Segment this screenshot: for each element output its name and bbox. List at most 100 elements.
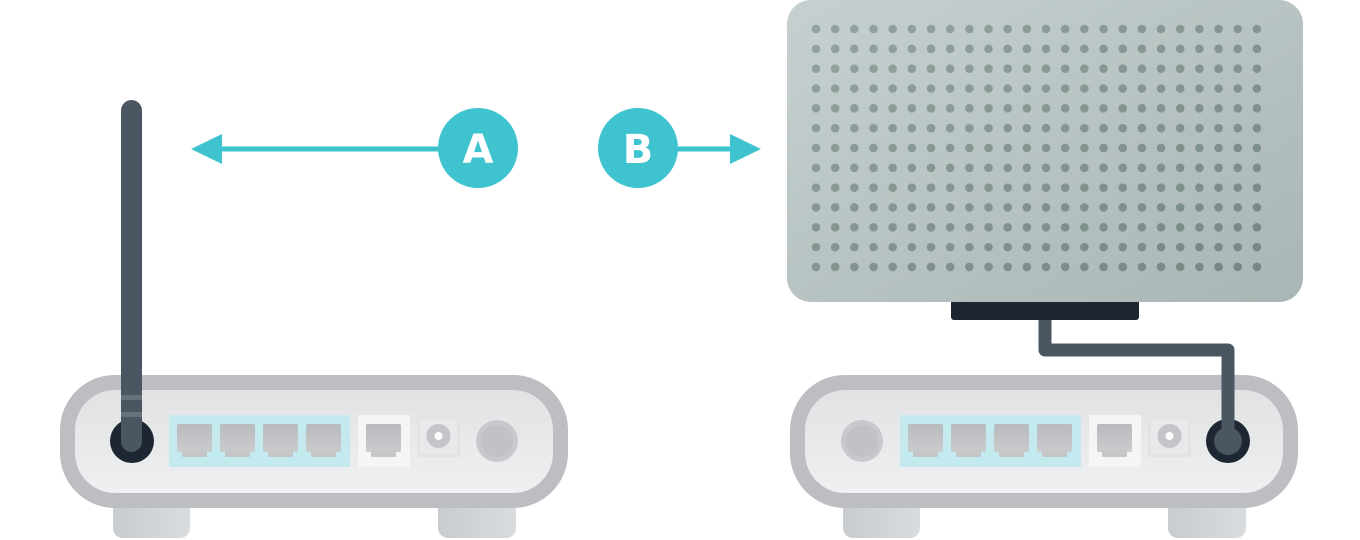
panel-dot — [907, 123, 917, 133]
panel-dot — [830, 64, 840, 73]
panel-dot — [1214, 123, 1223, 133]
panel-dot — [888, 84, 897, 93]
panel-dot — [984, 242, 993, 252]
panel-dot — [1099, 24, 1108, 34]
panel-dot — [1041, 104, 1051, 113]
panel-dot — [1060, 64, 1070, 73]
panel-dot — [850, 84, 859, 93]
panel-dot — [984, 24, 993, 34]
panel-dot — [1175, 64, 1185, 73]
panel-dot — [1022, 104, 1032, 113]
panel-dot — [1080, 242, 1089, 252]
panel-dot — [850, 104, 859, 113]
ethernet-port-tab — [999, 450, 1024, 457]
panel-dot — [1003, 262, 1012, 272]
panel-dot — [1233, 64, 1243, 73]
panel-dot — [830, 242, 840, 252]
panel-dot — [830, 203, 840, 212]
ethernet-port — [220, 424, 255, 452]
panel-dot — [1118, 203, 1128, 212]
ethernet-port — [951, 424, 986, 452]
panel-dot — [945, 24, 955, 34]
panel-dot — [1156, 64, 1166, 73]
panel-dot — [907, 183, 917, 192]
panel-dot — [888, 24, 897, 34]
panel-dot — [1041, 84, 1051, 93]
panel-dot — [811, 223, 821, 232]
panel-dot — [1195, 242, 1204, 252]
panel-dot — [1214, 262, 1223, 272]
panel-dot — [869, 163, 878, 173]
panel-dot — [984, 84, 993, 93]
ethernet-port-tab — [913, 450, 938, 457]
panel-dot — [1080, 262, 1089, 272]
panel-dot — [1137, 64, 1147, 73]
arrow-left-icon — [191, 134, 222, 164]
panel-dot — [1195, 84, 1204, 93]
panel-dot — [1137, 203, 1147, 212]
ethernet-port — [177, 424, 212, 452]
panel-dot — [1233, 44, 1243, 54]
panel-dot — [869, 223, 878, 232]
label-a: A — [463, 127, 494, 173]
panel-dot — [830, 123, 840, 133]
panel-dot — [1137, 123, 1147, 133]
panel-dot — [926, 123, 936, 133]
panel-dot — [1195, 123, 1204, 133]
panel-dot — [1080, 24, 1089, 34]
panel-dot — [1195, 203, 1204, 212]
ethernet-port-tab — [311, 450, 336, 457]
panel-dot — [984, 183, 993, 192]
panel-dot — [1156, 262, 1166, 272]
panel-dot — [1195, 262, 1204, 272]
panel-dot — [888, 223, 897, 232]
right-router — [790, 375, 1298, 538]
panel-dot — [1041, 143, 1051, 153]
panel-dot — [1233, 84, 1243, 93]
antenna-stripe — [121, 412, 142, 417]
panel-dot — [1060, 203, 1070, 212]
panel-dot — [850, 44, 859, 54]
panel-dot — [1003, 143, 1012, 153]
port-panel — [841, 415, 1191, 467]
panel-dot — [1022, 84, 1032, 93]
panel-dot — [850, 143, 859, 153]
panel-dot — [1195, 163, 1204, 173]
panel-dot — [926, 203, 936, 212]
panel-dot — [945, 84, 955, 93]
panel-dot — [1195, 24, 1204, 34]
panel-dot — [1118, 104, 1128, 113]
panel-dot — [945, 223, 955, 232]
panel-dot — [984, 163, 993, 173]
panel-dot — [1214, 163, 1223, 173]
panel-dot — [1156, 123, 1166, 133]
panel-dot — [850, 24, 859, 34]
panel-dot — [965, 183, 974, 192]
panel-dot — [1214, 203, 1223, 212]
panel-dot — [907, 163, 917, 173]
panel-dot — [1003, 223, 1012, 232]
panel-dot — [1099, 183, 1108, 192]
panel-dot — [926, 24, 936, 34]
panel-dot — [869, 64, 878, 73]
panel-dot — [1060, 163, 1070, 173]
panel-dot — [1003, 24, 1012, 34]
panel-dot — [1137, 262, 1147, 272]
panel-dot — [1041, 203, 1051, 212]
panel-dot — [926, 163, 936, 173]
panel-dot — [1118, 84, 1128, 93]
panel-dot — [850, 123, 859, 133]
panel-dot — [1195, 143, 1204, 153]
panel-dot — [1060, 262, 1070, 272]
panel-dot — [1080, 163, 1089, 173]
panel-dot — [1003, 64, 1012, 73]
panel-dot — [1118, 123, 1128, 133]
panel-dot — [1003, 203, 1012, 212]
panel-dot — [1060, 104, 1070, 113]
panel-dot — [1118, 64, 1128, 73]
panel-dot — [830, 163, 840, 173]
panel-dot — [945, 163, 955, 173]
panel-dot — [984, 203, 993, 212]
panel-dot — [1060, 84, 1070, 93]
